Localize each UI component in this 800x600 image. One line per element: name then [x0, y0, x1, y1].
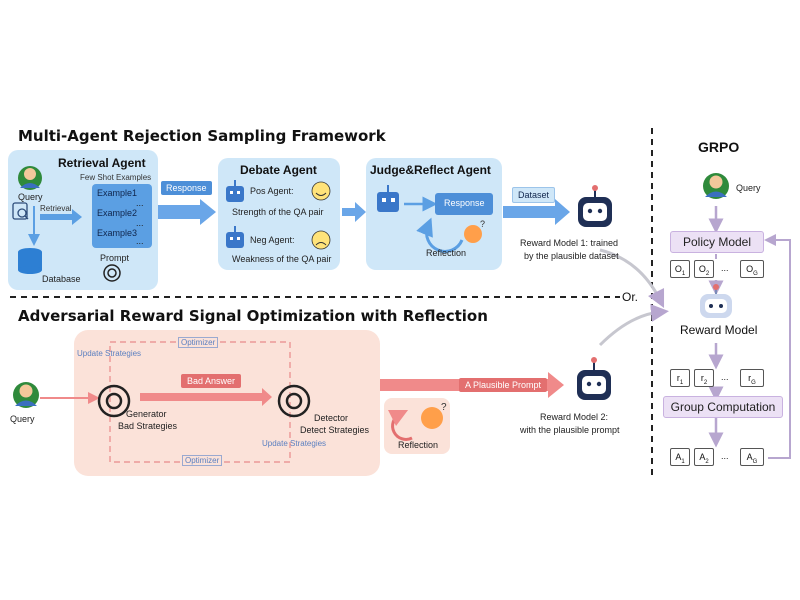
neg-agent-desc: Weakness of the QA pair: [232, 254, 332, 264]
output-cell-g: OG: [740, 260, 764, 278]
arrow-retrieval: [40, 209, 82, 225]
reward-model-2-line2: with the plausible prompt: [520, 425, 620, 435]
judge-panel: [366, 158, 502, 270]
few-shot-label: Few Shot Examples: [80, 173, 152, 182]
arrow-rm2-to-grpo: [598, 303, 669, 347]
policy-model-box: Policy Model: [670, 231, 764, 253]
outputs-ellipsis: ...: [721, 263, 729, 273]
robot-icon-judge: [377, 185, 399, 212]
judge-agent-title: Judge&Reflect Agent: [370, 163, 491, 177]
arrow-retrieval-to-debate: [158, 199, 216, 225]
database-icon: [18, 248, 42, 274]
advantage-cell-g: AG: [740, 448, 764, 466]
neg-agent-label: Neg Agent:: [250, 235, 295, 245]
reward-cell-2: r2: [694, 369, 714, 387]
generator-label: Generator: [126, 409, 167, 419]
database-label: Database: [42, 274, 81, 284]
user-icon-grpo: [703, 173, 729, 199]
reflection-loop-arrow: [416, 217, 464, 253]
examples-dots-3: ...: [136, 236, 144, 246]
reward-model-1-line2: by the plausible dataset: [524, 251, 619, 261]
pos-agent-desc: Strength of the QA pair: [232, 207, 324, 217]
feedback-loop: [764, 234, 791, 459]
arrow-judge-to-rm1: [503, 199, 570, 225]
user-icon-bottom: [13, 382, 39, 408]
example-1: Example1: [97, 188, 138, 198]
dataset-tag: Dataset: [512, 187, 556, 203]
user-icon-retrieval: [18, 166, 42, 190]
optimizer-top: Optimizer: [178, 337, 219, 348]
rewards-ellipsis: ...: [721, 372, 729, 382]
update-strategies-top: Update Strategies: [77, 349, 142, 358]
pos-agent-label: Pos Agent:: [250, 186, 294, 196]
output-cell-1: O1: [670, 260, 690, 278]
prompt-label: Prompt: [100, 253, 130, 263]
openai-icon-generator: [97, 384, 131, 418]
reward-cell-g: rG: [740, 369, 764, 387]
advantage-cell-1: A1: [670, 448, 690, 466]
bottom-section-title: Adversarial Reward Signal Optimization w…: [18, 307, 488, 325]
plausible-prompt-tag: A Plausible Prompt: [459, 378, 548, 392]
arrow-bad-answer: [140, 388, 272, 406]
bottom-reflection-label: Reflection: [398, 440, 439, 450]
retrieval-label: Retrieval: [40, 204, 72, 213]
retrieval-query-label: Query: [18, 192, 43, 202]
examples-box: [92, 184, 152, 248]
response-tag: Response: [161, 181, 212, 195]
reward-robot-icon-1: [578, 185, 612, 227]
thinking-face-icon-bottom: ?: [421, 402, 447, 429]
generator-strategies-label: Bad Strategies: [118, 421, 178, 431]
sad-face-icon: [311, 230, 331, 250]
grpo-title: GRPO: [698, 139, 740, 155]
optimizer-bottom: Optimizer: [182, 455, 223, 466]
adversarial-panel: [74, 330, 380, 476]
examples-dots-1: ...: [136, 198, 144, 208]
retrieval-agent-title: Retrieval Agent: [58, 156, 146, 170]
judge-response-box: [435, 193, 493, 215]
examples-dots-2: ...: [136, 218, 144, 228]
debate-agent-title: Debate Agent: [240, 163, 317, 177]
advantages-ellipsis: ...: [721, 451, 729, 461]
reward-robot-icon-2: [577, 357, 611, 400]
svg-text:?: ?: [480, 219, 485, 229]
openai-icon-prompt: [103, 264, 121, 282]
example-3: Example3: [97, 228, 138, 238]
debate-panel: [218, 158, 340, 270]
grpo-reward-model-label: Reward Model: [680, 323, 758, 337]
robot-icon-neg: [226, 226, 244, 248]
thinking-face-icon: ?: [464, 219, 485, 243]
reward-robot-icon-grpo: [700, 284, 732, 318]
document-search-icon: [12, 202, 29, 220]
robot-icon-pos: [226, 180, 244, 202]
reward-model-1-line1: Reward Model 1: trained: [520, 238, 619, 248]
openai-icon-detector: [277, 384, 311, 418]
top-section-title: Multi-Agent Rejection Sampling Framework: [18, 127, 386, 145]
update-strategies-bottom: Update Strategies: [262, 439, 327, 448]
detector-label: Detector: [314, 413, 349, 423]
example-2: Example2: [97, 208, 138, 218]
arrow-debate-to-judge: [342, 202, 366, 222]
bottom-query-label: Query: [10, 414, 35, 424]
group-computation-box: Group Computation: [663, 396, 783, 418]
reward-cell-1: r1: [670, 369, 690, 387]
reward-model-2-line1: Reward Model 2:: [540, 412, 609, 422]
judge-response-label: Response: [444, 198, 485, 208]
output-cell-2: O2: [694, 260, 714, 278]
or-label: Or.: [622, 290, 639, 304]
arrow-rm1-to-grpo: [599, 248, 665, 309]
judge-reflection-label: Reflection: [426, 248, 467, 258]
svg-text:?: ?: [441, 402, 447, 413]
detector-strategies-label: Detect Strategies: [300, 425, 370, 435]
bad-answer-tag: Bad Answer: [181, 374, 242, 388]
happy-face-icon: [311, 181, 331, 201]
grpo-query-label: Query: [736, 183, 761, 193]
advantage-cell-2: A2: [694, 448, 714, 466]
